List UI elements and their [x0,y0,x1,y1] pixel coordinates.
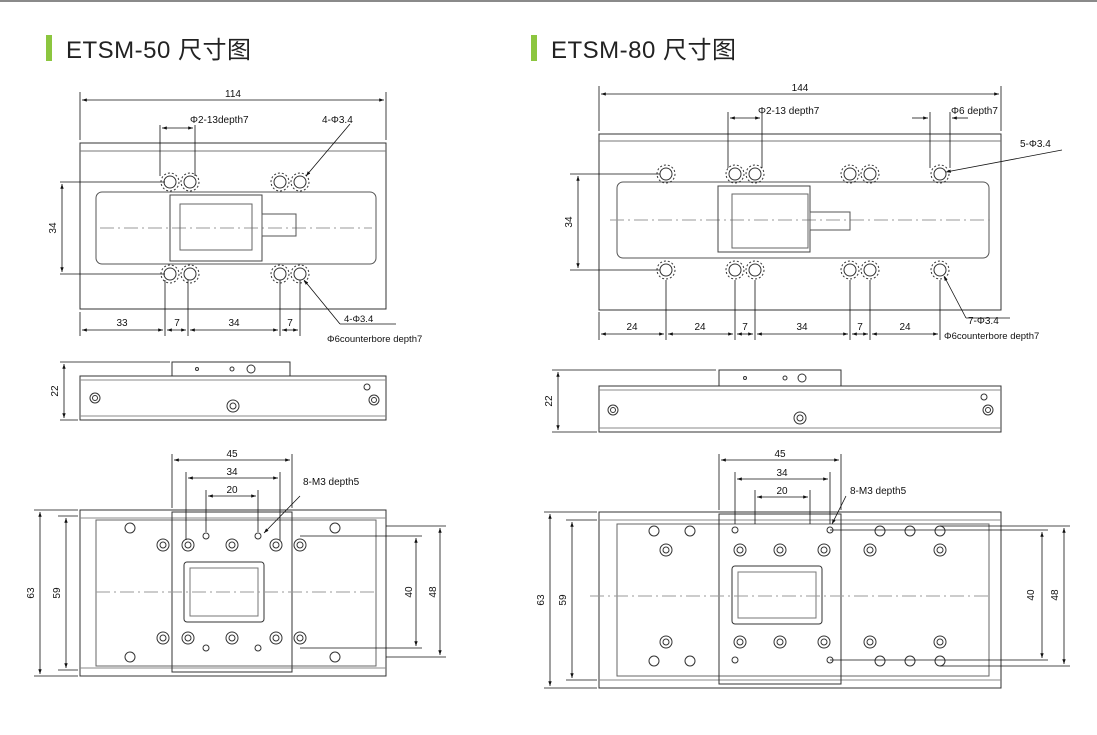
etsm50-side-body [79,375,387,421]
etsm50-top-holes-lower [160,264,310,284]
etsm50-front-thread-callout: 8-M3 depth5 [303,477,360,488]
heading-accent-bar [46,34,52,61]
etsm50-front-w45: 45 [226,449,238,460]
etsm80-front-h59: 59 [558,594,569,606]
etsm50-top-base-plate [79,142,387,310]
etsm50-front-holes [124,522,341,663]
etsm80-top-callout-top-right: Φ6 depth7 [951,106,998,117]
heading-etsm50-text: ETSM-50 尺寸图 [66,37,252,64]
etsm80-top-callout-right: 5-Φ3.4 [1020,139,1051,150]
etsm50-top-dim-33: 33 [116,318,128,329]
etsm50-top-width-label: 114 [225,89,241,100]
heading-etsm50: ETSM-50 尺寸图 [46,30,252,65]
etsm50-front-base [79,509,387,677]
etsm80-front-view: 45 34 20 8-M3 depth5 63 59 40 48 [536,449,1070,689]
etsm80-top-view: 144 Φ2-13 depth7 Φ6 depth7 5-Φ3.4 34 24 … [564,83,1063,342]
etsm80-top-height-label: 34 [564,216,575,228]
heading-etsm80: ETSM-80 尺寸图 [531,30,737,65]
top-divider-line [0,0,1097,2]
etsm80-top-dim-7a: 7 [742,322,748,333]
etsm50-top-height-label: 34 [48,222,59,234]
etsm80-front-carriage [718,513,842,685]
etsm80-top-width-label: 144 [792,83,809,94]
etsm80-top-callout-bottom-2: Φ6counterbore depth7 [944,331,1039,342]
etsm80-side-height-label: 22 [544,395,555,407]
etsm80-front-h48: 48 [1050,589,1061,601]
etsm50-front-view: 45 34 20 8-M3 depth5 63 59 40 48 [26,449,446,677]
etsm50-top-callout-bottom-2: Φ6counterbore depth7 [327,334,422,345]
etsm80-front-base [598,511,1002,689]
etsm50-side-height-label: 22 [50,385,61,397]
etsm50-front-h48: 48 [428,586,439,598]
etsm80-top-dim-7b: 7 [857,322,863,333]
etsm80-front-window [731,565,823,625]
etsm50-top-holes-upper [160,172,310,192]
etsm50-top-dim-34: 34 [228,318,240,329]
etsm50-top-view: 114 Φ2-13depth7 4-Φ3.4 34 33 7 34 7 4-Φ3… [48,89,422,345]
etsm80-front-w34: 34 [776,468,788,479]
etsm80-front-w20: 20 [776,486,788,497]
etsm50-top-callout-top: Φ2-13depth7 [190,115,249,126]
etsm50-top-rail [95,191,377,265]
heading-accent-bar [531,34,537,61]
etsm80-top-callout-bottom-1: 7-Φ3.4 [968,316,999,327]
etsm50-top-callout-bottom-1: 4-Φ3.4 [344,314,373,325]
etsm50-front-w20: 20 [226,485,238,496]
etsm80-side-view: 22 [544,369,1002,433]
etsm50-front-h59: 59 [52,587,63,599]
etsm80-side-body [598,385,1002,433]
etsm50-side-carriage [171,361,291,377]
etsm80-top-dim-24b: 24 [694,322,706,333]
etsm80-top-holes-upper [656,164,950,184]
etsm80-top-callout-top: Φ2-13 depth7 [758,106,820,117]
etsm80-front-h40: 40 [1026,589,1037,601]
etsm50-top-callout-right: 4-Φ3.4 [322,115,353,126]
etsm80-top-dim-34: 34 [796,322,808,333]
etsm80-top-dim-24a: 24 [626,322,638,333]
etsm50-front-h40: 40 [404,586,415,598]
etsm80-side-carriage [718,369,842,387]
etsm80-front-w45: 45 [774,449,786,460]
etsm80-front-thread-callout: 8-M3 depth5 [850,486,907,497]
etsm50-top-dim-7a: 7 [174,318,180,329]
etsm80-front-h63: 63 [536,594,547,606]
etsm80-top-holes-lower [656,260,950,280]
etsm50-front-h63: 63 [26,587,37,599]
etsm80-top-base-plate [598,133,1002,311]
heading-etsm80-text: ETSM-80 尺寸图 [551,37,737,64]
etsm50-top-dim-7b: 7 [287,318,293,329]
etsm50-front-w34: 34 [226,467,238,478]
etsm50-side-view: 22 [50,361,387,421]
etsm80-top-dim-24c: 24 [899,322,911,333]
